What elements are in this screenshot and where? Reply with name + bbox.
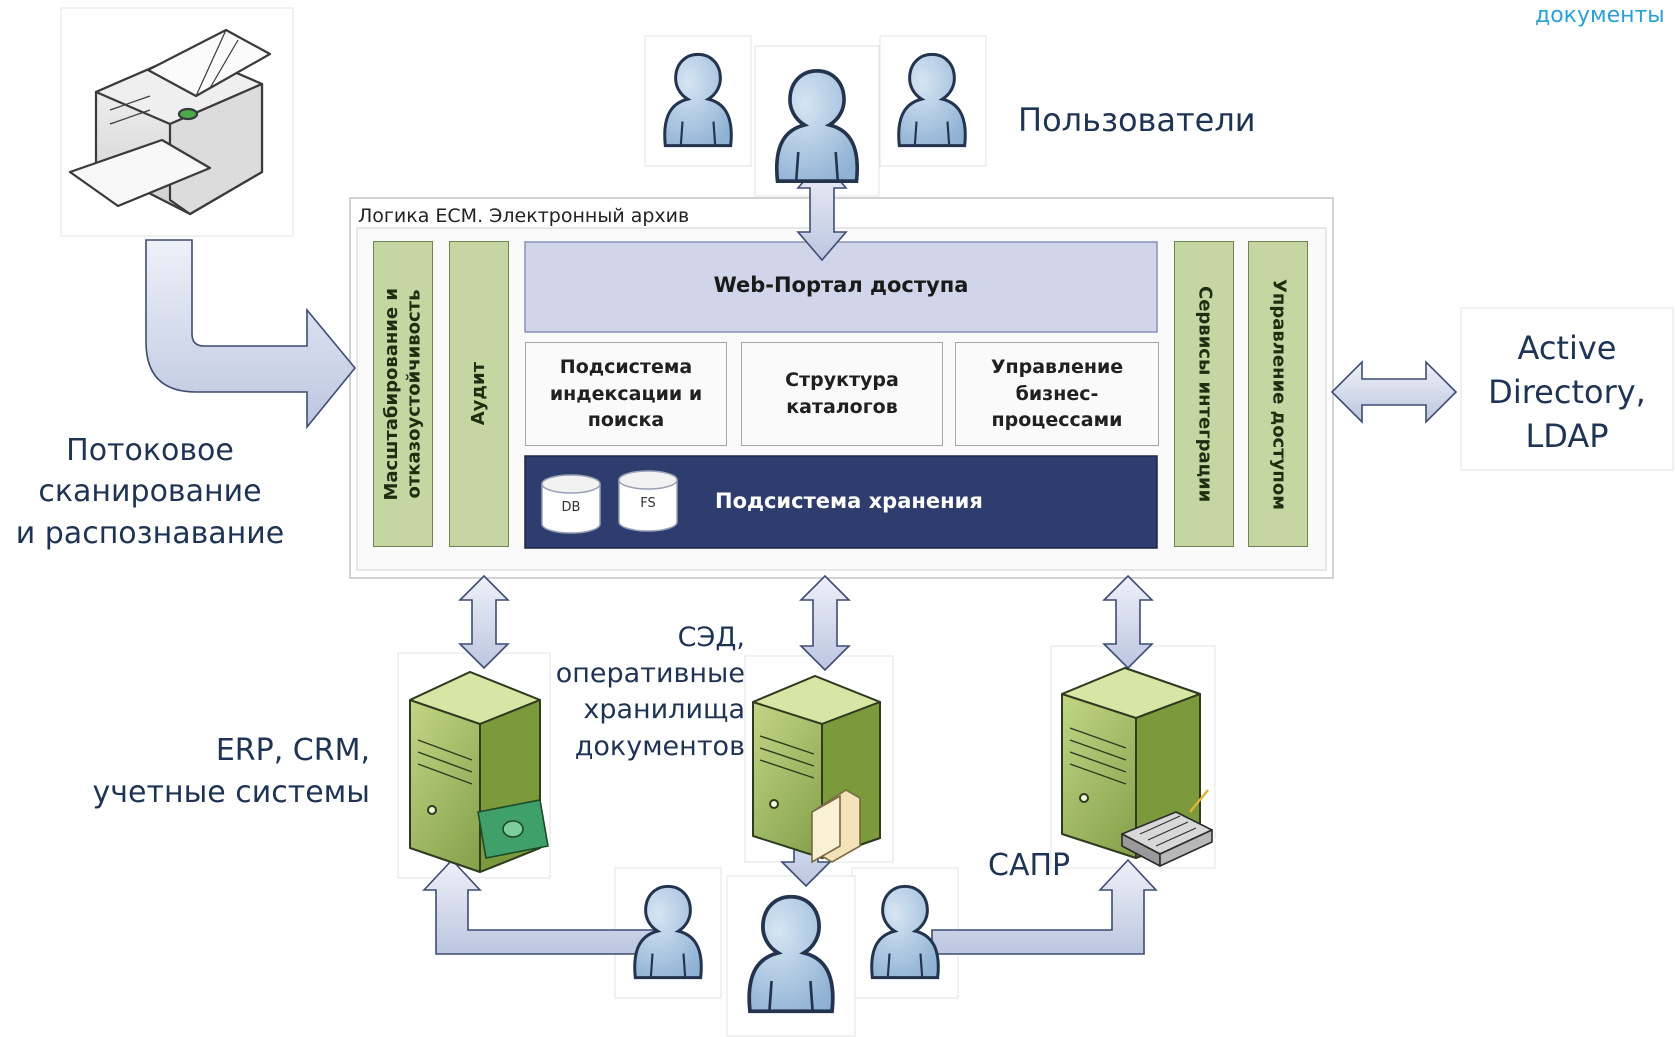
scan-arrow (145, 239, 357, 430)
web-portal-label: Web-Портал доступа (713, 273, 969, 297)
ad-arrow (1330, 360, 1458, 424)
db-label: DB (561, 500, 581, 515)
access-text: Управление доступом (1268, 278, 1290, 510)
corner-text: документы (1535, 3, 1665, 28)
indexing-box: Подсистема индексации и поиска (525, 342, 727, 446)
fs-label: FS (640, 496, 656, 511)
users-portal-arrow (796, 158, 848, 262)
web-portal-box (524, 241, 1158, 333)
active-directory-label: Active Directory, LDAP (1488, 329, 1646, 456)
scaling-box: Масштабирование и отказоустойчивость (373, 241, 433, 547)
arrows (145, 158, 1458, 955)
integration-text: Сервисы интеграции (1194, 285, 1216, 503)
storage-label: Подсистема хранения (715, 489, 983, 513)
database-icon (541, 474, 601, 534)
erp-arrow (458, 574, 510, 670)
bpm-box: Управление бизнес- процессами (955, 342, 1159, 446)
edms-arrow (799, 574, 851, 672)
cad-label: САПР (988, 848, 1071, 883)
ecm-title: Логика ECM. Электронный архив (358, 205, 690, 227)
file-storage-icon (618, 470, 678, 532)
money-icon (477, 799, 549, 859)
access-box: Управление доступом (1248, 241, 1308, 547)
scanner-device-icon (1121, 789, 1213, 867)
users-label: Пользователи (1018, 101, 1256, 139)
folder-icon (811, 789, 861, 864)
integration-box: Сервисы интеграции (1174, 241, 1234, 547)
audit-text: Аудит (467, 362, 489, 426)
printer-icon (68, 28, 272, 216)
erp-label: ERP, CRM, учетные системы (92, 733, 370, 810)
edms-label: СЭД, оперативные хранилища документов (555, 622, 745, 762)
scanning-label: Потоковое сканирование и распознавание (15, 433, 285, 551)
catalog-box: Структура каталогов (741, 342, 943, 446)
audit-box: Аудит (449, 241, 509, 547)
scaling-text: Масштабирование и отказоустойчивость (380, 287, 425, 501)
